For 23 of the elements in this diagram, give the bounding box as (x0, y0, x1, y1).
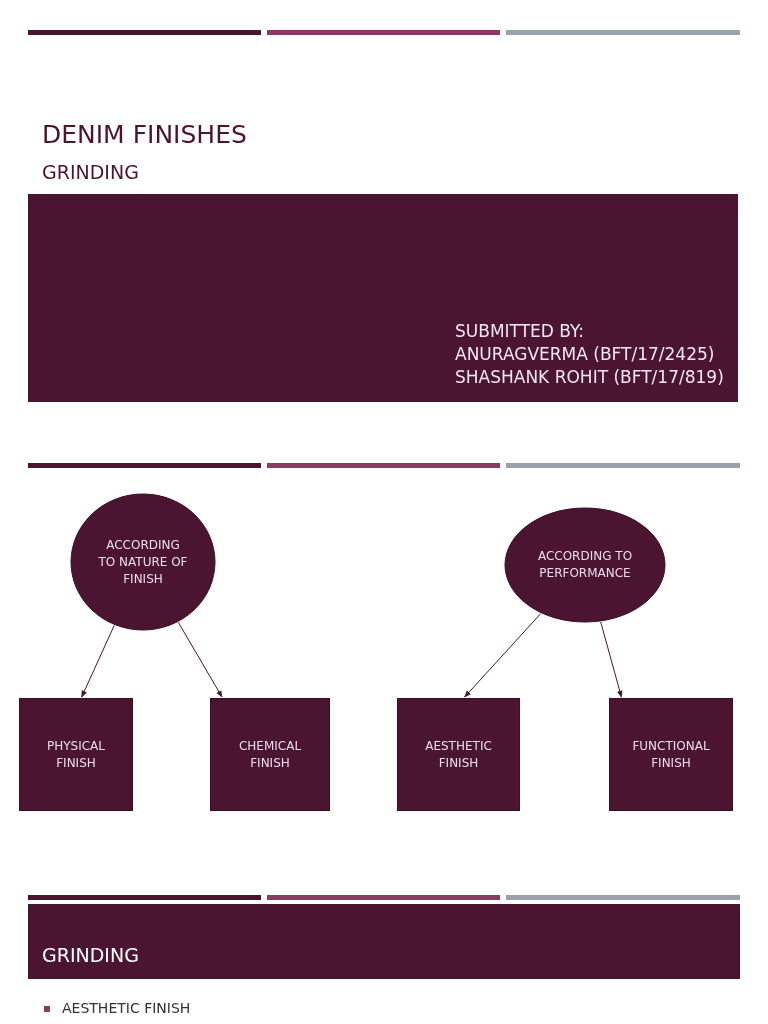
section-banner (28, 904, 740, 979)
arrow (464, 613, 542, 698)
section-heading: GRINDING (42, 944, 139, 966)
category-label: ACCORDING TO NATURE OF FINISH (97, 536, 189, 588)
submitter-text: ANURAGVERMA (BFT/17/2425) (455, 343, 716, 366)
finish-label: CHEMICAL FINISH (237, 737, 303, 772)
finish-box (19, 698, 133, 811)
arrow (600, 621, 623, 698)
arrow (177, 621, 223, 698)
finish-label: AESTHETIC FINISH (424, 737, 493, 772)
submitter-text: SHASHANK ROHIT (BFT/17/819) (455, 366, 724, 389)
category-label: ACCORDING TO PERFORMANCE (536, 548, 634, 582)
finish-label: PHYSICAL FINISH (46, 737, 106, 772)
slide-title: DENIM FINISHES (42, 120, 247, 149)
finish-box (210, 698, 330, 811)
finish-box (397, 698, 520, 811)
submitter-text: SUBMITTED BY: (455, 320, 585, 343)
bullet-text: AESTHETIC FINISH (62, 1000, 191, 1016)
finish-box (609, 698, 733, 811)
slide-subtitle: GRINDING (42, 161, 139, 183)
finish-label: FUNCTIONAL FINISH (631, 737, 711, 772)
arrow (81, 624, 115, 698)
title-banner (28, 194, 738, 402)
